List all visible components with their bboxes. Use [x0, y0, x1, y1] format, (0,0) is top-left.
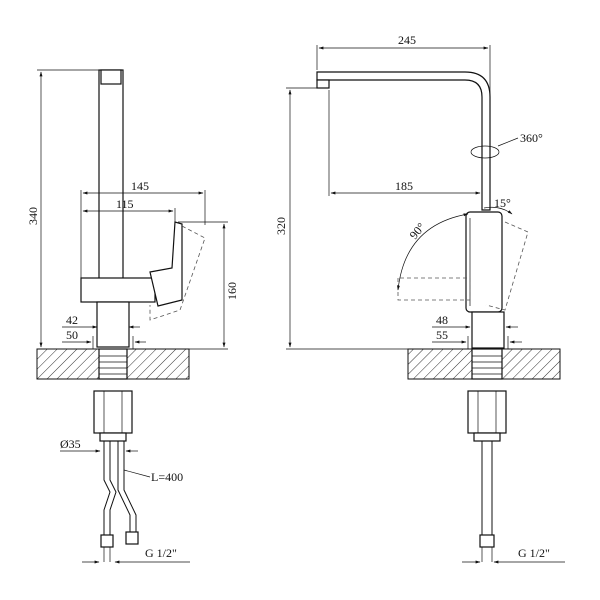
lever-rotated-15 — [485, 221, 529, 311]
dim-55: 55 — [436, 328, 448, 342]
lever-rotated-outline — [149, 225, 206, 321]
front-body — [465, 211, 503, 313]
spout-outlet — [316, 79, 330, 89]
hose-left — [103, 441, 111, 535]
hose-left-b — [109, 441, 117, 535]
front-view: 360° 90° 15° 245 185 320 48 55 — [274, 33, 565, 564]
nut-bottom — [99, 432, 127, 442]
arc-90 — [397, 213, 469, 291]
front-nut-bottom — [473, 432, 501, 442]
shank-threads — [99, 355, 127, 375]
mounting-shank — [98, 348, 128, 380]
hose-right-b — [123, 441, 137, 535]
faucet-base — [80, 277, 156, 303]
spout-tip — [100, 69, 122, 85]
hose-right — [117, 441, 131, 535]
faucet-foot — [96, 301, 130, 348]
front-nut — [467, 390, 507, 434]
rotation-indicator — [470, 145, 500, 159]
dim-48: 48 — [436, 313, 448, 327]
front-hose-fitting — [479, 534, 495, 548]
arc-15 — [483, 206, 513, 215]
hose-fitting-left — [100, 534, 114, 548]
hose-fitting-right — [125, 531, 139, 545]
dim-42: 42 — [66, 313, 78, 327]
dim-245: 245 — [398, 33, 416, 47]
dim-L400: L=400 — [151, 470, 183, 484]
dim-340: 340 — [26, 207, 40, 225]
dim-50: 50 — [66, 328, 78, 342]
dim-115: 115 — [116, 197, 134, 211]
lever-rotated-90 — [397, 277, 471, 301]
dim-360: 360° — [520, 131, 543, 145]
dim-d35: Ø35 — [60, 437, 81, 451]
dim-90: 90° — [407, 220, 429, 242]
mounting-nut — [93, 390, 133, 434]
front-shank-threads — [472, 355, 502, 375]
faucet-column — [98, 69, 124, 281]
dim-320: 320 — [274, 217, 288, 235]
dim-185: 185 — [395, 179, 413, 193]
front-base — [471, 311, 505, 349]
front-shank — [471, 348, 503, 380]
dim-g12-right: G 1/2" — [518, 546, 550, 560]
spout — [316, 71, 491, 211]
lever-handle — [149, 221, 183, 307]
dim-145: 145 — [131, 179, 149, 193]
dim-160: 160 — [225, 282, 239, 300]
dim-15: 15° — [494, 196, 511, 210]
side-view: 340 145 115 160 42 50 Ø35 L=400 — [26, 69, 239, 564]
dim-g12-left: G 1/2" — [145, 546, 177, 560]
